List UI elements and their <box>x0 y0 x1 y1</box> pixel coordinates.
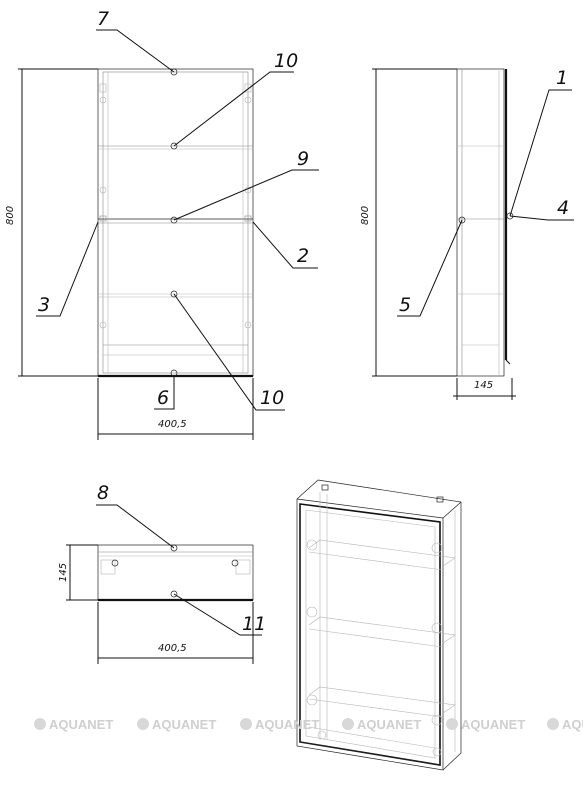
watermark-logo-icon <box>240 718 252 730</box>
callout-10-bottom: 10 <box>260 387 284 409</box>
top-view <box>97 544 254 602</box>
top-width-dimension: 400,5 <box>158 643 187 654</box>
callout-2: 2 <box>297 245 309 267</box>
watermark-5: AQUANET <box>461 717 525 732</box>
front-callouts: 7 10 9 2 3 6 10 <box>36 8 319 411</box>
callout-1: 1 <box>556 67 568 89</box>
watermark-logo-icon <box>34 718 46 730</box>
watermark-4: AQUANET <box>357 717 421 732</box>
callout-11: 11 <box>242 613 266 635</box>
watermark-3: AQUANET <box>255 717 319 732</box>
watermark-logo-icon <box>137 718 149 730</box>
callout-7: 7 <box>97 8 109 30</box>
callout-8: 8 <box>97 482 109 504</box>
callout-10-top: 10 <box>274 50 298 72</box>
callout-6: 6 <box>157 387 169 409</box>
watermark-6: AQUANET <box>562 717 583 732</box>
callout-9: 9 <box>297 148 309 170</box>
front-height-dimension: 800 <box>5 206 16 225</box>
callout-5: 5 <box>399 294 411 316</box>
front-view <box>97 68 254 378</box>
side-dimensions: 800 145 <box>360 68 516 400</box>
watermark-logo-icon <box>446 718 458 730</box>
watermark-row: AQUANET AQUANET AQUANET AQUANET AQUANET … <box>34 717 583 732</box>
top-depth-dimension: 145 <box>58 563 69 582</box>
callout-4: 4 <box>557 197 569 219</box>
watermark-2: AQUANET <box>152 717 216 732</box>
watermark-logo-icon <box>342 718 354 730</box>
top-dimensions: 145 400,5 <box>58 544 254 664</box>
isometric-view <box>296 479 462 771</box>
watermark-logo-icon <box>547 718 559 730</box>
front-width-dimension: 400,5 <box>158 419 187 430</box>
watermark-1: AQUANET <box>49 717 113 732</box>
top-callouts: 8 11 <box>96 482 266 636</box>
side-depth-dimension: 145 <box>474 380 493 391</box>
side-height-dimension: 800 <box>360 206 371 225</box>
side-callouts: 1 4 5 <box>397 67 574 317</box>
front-dimensions: 800 400,5 <box>5 68 254 440</box>
side-view <box>456 68 514 377</box>
callout-3: 3 <box>38 294 50 316</box>
